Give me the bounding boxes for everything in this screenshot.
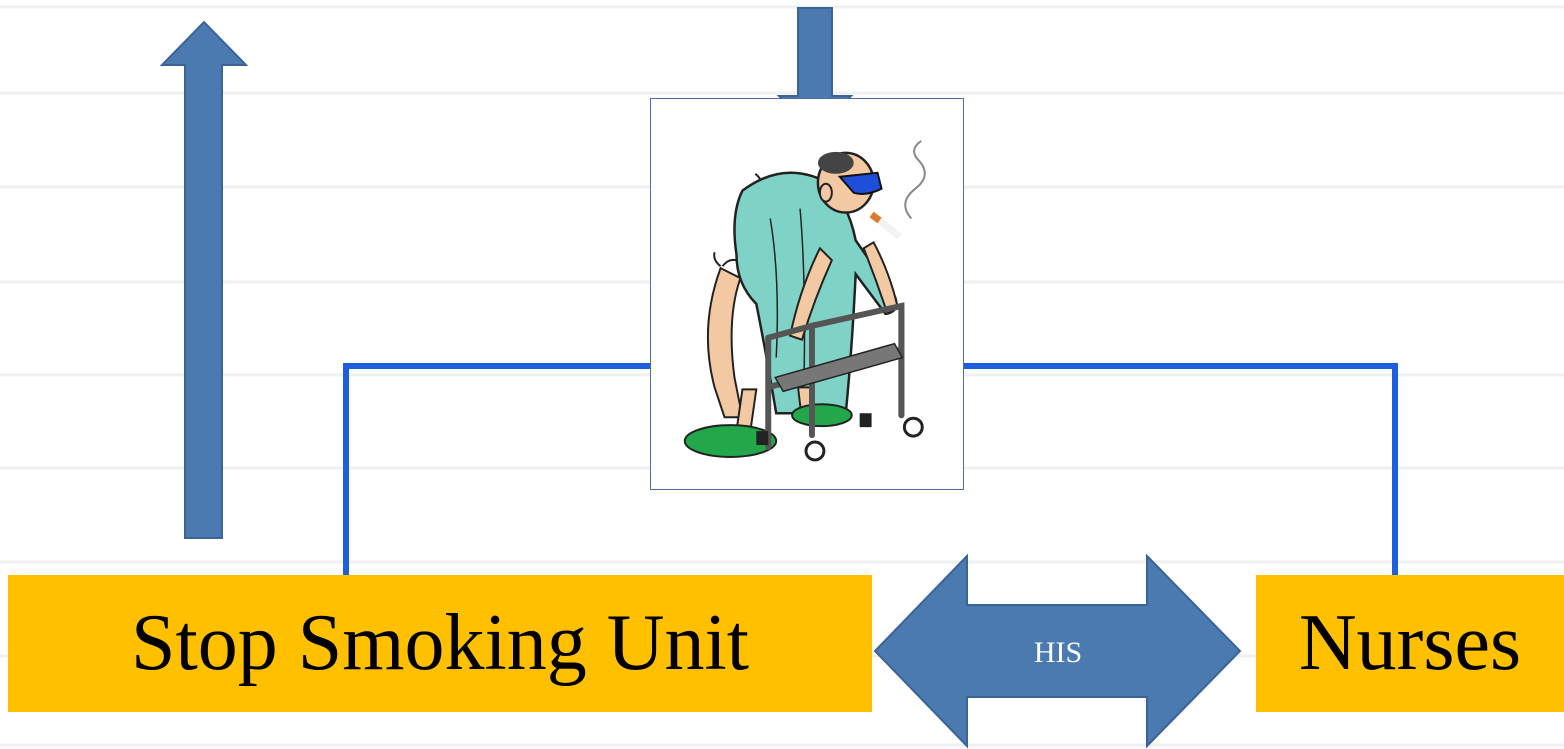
nurses-label: Nurses xyxy=(1299,598,1521,689)
his-label: HIS xyxy=(1010,636,1106,670)
nurses-box: Nurses xyxy=(1256,575,1564,712)
stop-smoking-unit-label: Stop Smoking Unit xyxy=(131,598,749,689)
stop-smoking-unit-box: Stop Smoking Unit xyxy=(8,575,872,712)
